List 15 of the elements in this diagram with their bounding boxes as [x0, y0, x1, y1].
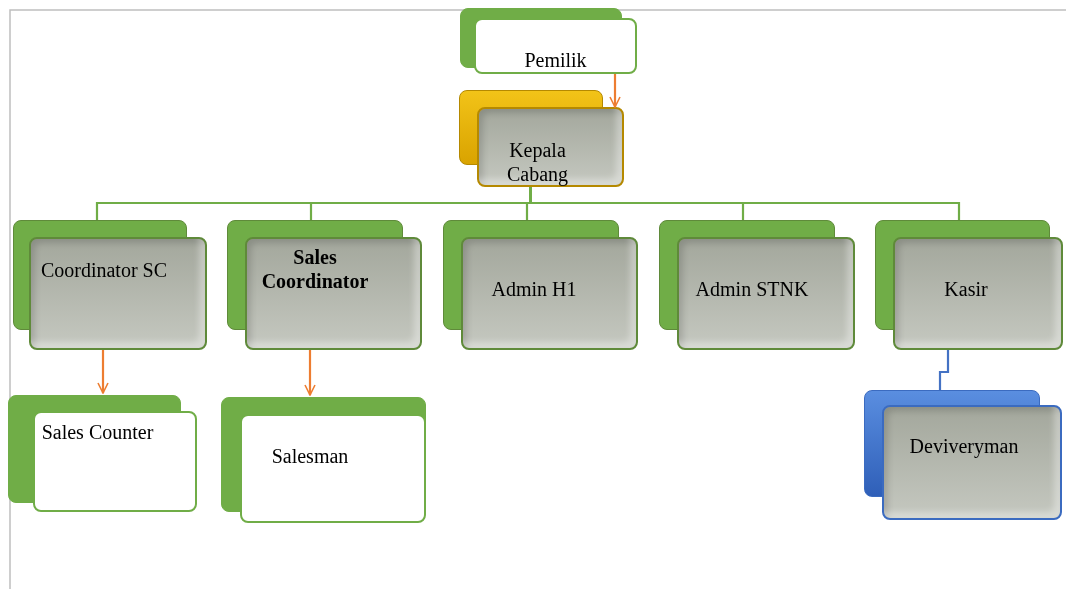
- arrow: [304, 350, 316, 396]
- role-label: Deviveryman: [908, 434, 1020, 458]
- role-label: Admin STNK: [694, 277, 810, 301]
- connector-line: [938, 350, 950, 390]
- arrow: [97, 350, 109, 394]
- arrow: [609, 74, 621, 108]
- role-label: Kepala Cabang: [505, 138, 570, 186]
- role-label: Salesman: [270, 444, 350, 468]
- role-label: Sales Counter: [40, 420, 155, 444]
- role-label: Coordinator SC: [39, 258, 169, 282]
- role-label: Kasir: [943, 277, 989, 301]
- role-label: Admin H1: [490, 277, 578, 301]
- connector-line: [529, 187, 961, 220]
- role-label: Sales Coordinator: [260, 245, 370, 293]
- role-label: Pemilik: [523, 48, 588, 72]
